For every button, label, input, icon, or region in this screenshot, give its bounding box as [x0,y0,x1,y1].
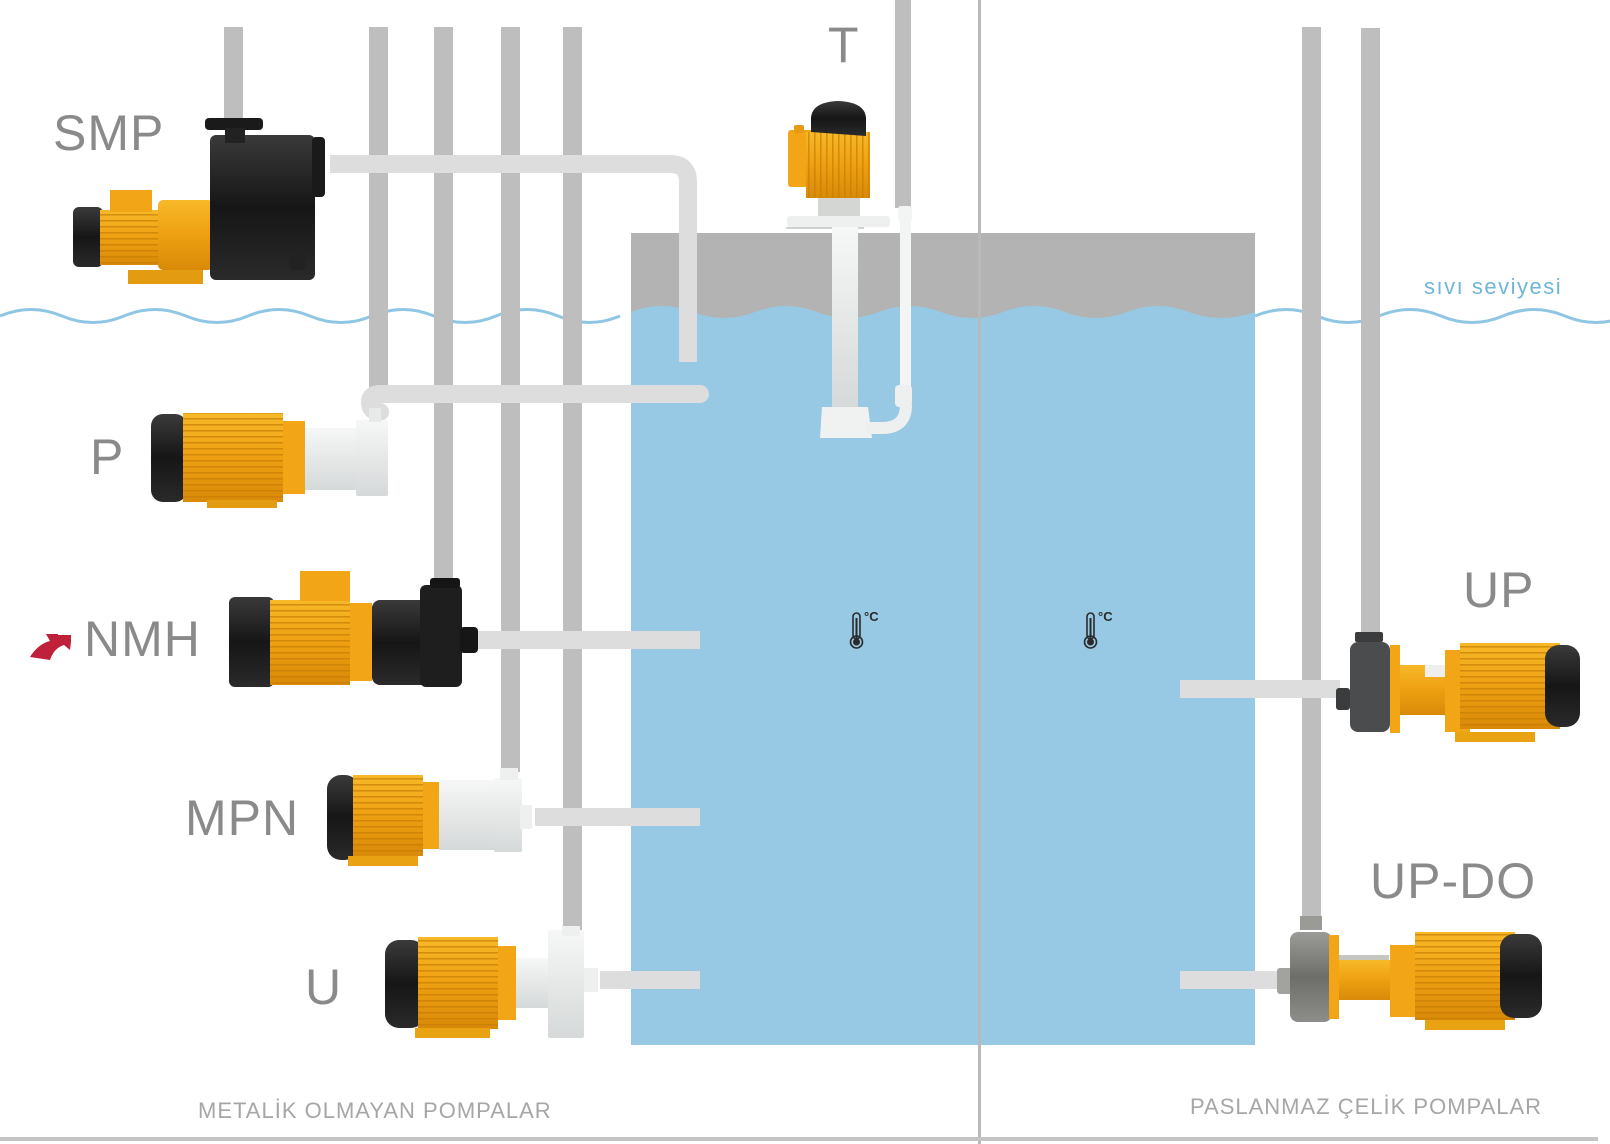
vertical-pipes [224,0,1380,932]
temp-unit-right: °C [1098,609,1113,624]
pump-smp[interactable] [73,118,325,284]
pipe-u-horizontal [600,971,700,989]
pipe-smp-horizontal [330,155,697,362]
label-u: U [305,959,343,1015]
label-smp: SMP [53,105,165,161]
pump-up[interactable] [1336,632,1580,742]
pipe-mpn-horizontal [535,808,700,826]
pump-mpn[interactable] [327,768,532,866]
pipe-up-horizontal [1180,680,1340,698]
pipe-u-vertical [563,27,582,932]
pipe-nmh-vertical [434,27,453,597]
pump-nmh[interactable] [229,571,478,687]
section-label-stainless: PASLANMAZ ÇELİK POMPALAR [1190,1094,1543,1119]
pipe-t-vertical [895,0,911,208]
pipe-up-vertical [1361,28,1380,638]
pump-p[interactable] [151,408,388,508]
tank-liquid [631,306,1255,1045]
pump-up-do[interactable] [1277,916,1542,1030]
thermometer-icon-left [849,612,864,649]
pump-t[interactable] [786,101,912,438]
label-up-do: UP-DO [1370,853,1537,909]
label-mpn: MPN [185,790,300,846]
horizontal-pipes [330,155,1340,989]
liquid-level-line [0,308,621,324]
section-label-non-metallic: METALİK OLMAYAN POMPALAR [198,1098,552,1123]
pump-u[interactable] [385,926,598,1038]
thermometer-icon-right [1083,612,1098,649]
section-divider [978,0,981,1144]
tank [631,233,1255,1045]
label-p: P [90,429,125,485]
pipe-smp-vertical [224,27,243,127]
liquid-level-label: sıvı seviyesi [1424,274,1563,299]
temp-unit-left: °C [864,609,879,624]
pipe-up-do-vertical [1302,27,1321,917]
label-up: UP [1463,562,1535,618]
pipe-up-do-horizontal [1180,971,1280,989]
highlight-arrow-icon [30,633,73,660]
pipe-nmh-horizontal [478,631,700,649]
label-nmh: NMH [84,611,201,667]
bottom-baseline [0,1137,1598,1141]
pipe-p-vertical [369,27,388,402]
label-t: T [828,17,860,73]
